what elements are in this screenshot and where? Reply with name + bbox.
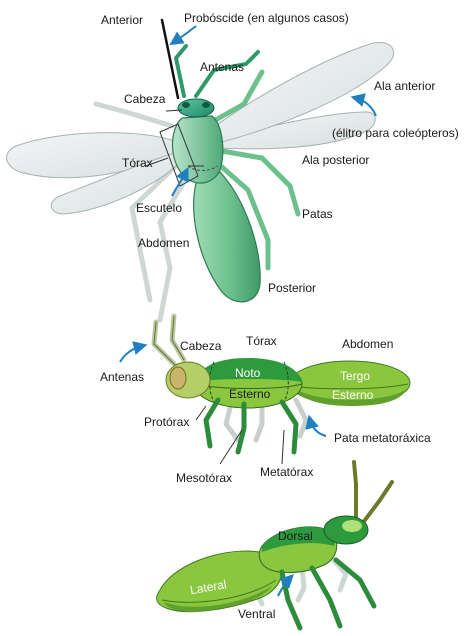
label-anterior: Anterior: [101, 13, 143, 27]
label-proboscis: Probóscide (en algunos casos): [184, 11, 349, 25]
label-notum: Noto: [235, 366, 261, 380]
label-sternum-abdomen: Esterno: [332, 388, 374, 402]
label-thorax-side: Tórax: [246, 334, 277, 348]
hindleg-arrow-icon: [310, 420, 326, 436]
label-metathorax: Metatórax: [260, 465, 313, 479]
eye-side: [170, 367, 186, 389]
label-ventral: Ventral: [238, 607, 275, 621]
label-hind-leg: Pata metatoráxica: [334, 431, 431, 445]
label-tergum: Tergo: [340, 369, 370, 383]
label-elytra: (élitro para coleópteros): [332, 126, 459, 140]
label-abdomen-side: Abdomen: [342, 337, 393, 351]
antennae-arrow-icon: [120, 346, 142, 362]
label-legs: Patas: [302, 207, 333, 221]
label-sternum-thorax: Esterno: [229, 387, 271, 401]
side-view: Antenas Cabeza Tórax Abdomen Noto Estern…: [100, 316, 431, 485]
label-head-top: Cabeza: [124, 92, 166, 106]
label-hindwing: Ala posterior: [302, 153, 369, 167]
label-mesothorax: Mesotórax: [176, 471, 232, 485]
top-view: Anterior Probóscide (en algunos casos) A…: [7, 11, 459, 320]
proboscis-arrow-icon: [174, 26, 196, 42]
label-scutellum: Escutelo: [136, 201, 182, 215]
head-top: [178, 99, 214, 117]
label-head-side: Cabeza: [180, 339, 222, 353]
label-posterior: Posterior: [268, 281, 316, 295]
oblique-view: Dorsal Lateral Ventral: [157, 462, 392, 628]
antennae-oblique: [354, 462, 392, 524]
eye-left: [182, 102, 190, 108]
eye-right: [202, 102, 210, 108]
thorax-top: [173, 116, 223, 183]
label-antennae-side: Antenas: [100, 370, 144, 384]
label-antennae-top: Antenas: [200, 60, 244, 74]
label-prothorax: Protórax: [144, 415, 189, 429]
label-forewing: Ala anterior: [374, 79, 435, 93]
label-abdomen-top: Abdomen: [138, 236, 189, 250]
label-dorsal: Dorsal: [278, 529, 313, 543]
label-thorax-top: Tórax: [122, 156, 153, 170]
